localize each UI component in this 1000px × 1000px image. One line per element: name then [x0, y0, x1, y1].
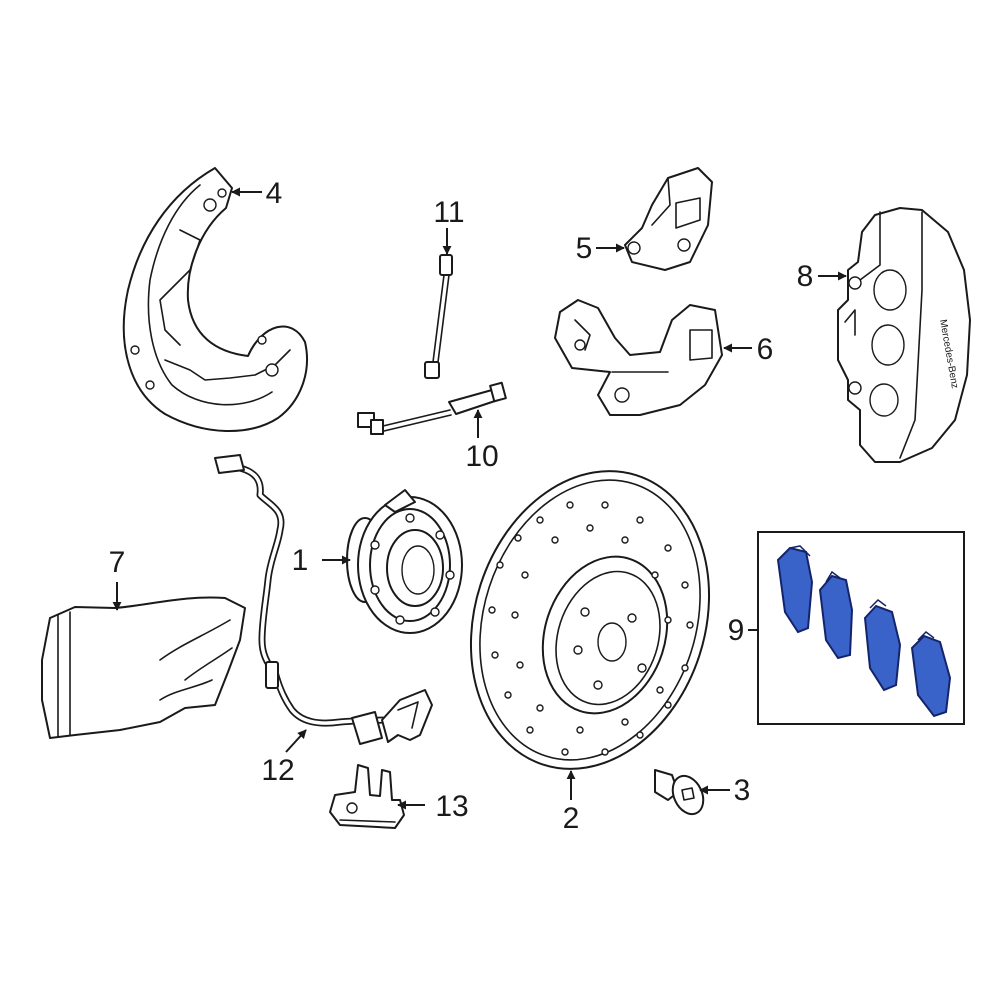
wear-sensor-short-part — [424, 254, 453, 379]
callout-9: 9 — [728, 614, 745, 647]
leader-12 — [285, 729, 307, 753]
callout-leaders — [112, 187, 847, 810]
callout-6: 6 — [757, 333, 774, 366]
callout-4: 4 — [266, 177, 283, 210]
brake-rotor-part — [469, 470, 711, 770]
callout-12: 12 — [261, 754, 294, 787]
callout-labels: 1 2 3 4 5 6 7 8 9 10 11 12 13 — [109, 177, 814, 835]
brake-pad-2 — [818, 570, 854, 660]
rotor-cross-drill-holes — [488, 501, 694, 756]
callout-1: 1 — [292, 544, 309, 577]
brake-pad-set-box — [757, 531, 965, 725]
callout-11: 11 — [433, 196, 464, 229]
air-duct-part — [41, 596, 246, 739]
callout-2: 2 — [563, 802, 580, 835]
splash-shield-part — [122, 167, 308, 432]
brake-pad-3 — [863, 599, 902, 692]
callout-5: 5 — [576, 232, 593, 265]
callout-13: 13 — [435, 790, 468, 823]
caliper-part: Mercedes-Benz — [837, 207, 971, 463]
wheel-hub-part — [346, 489, 463, 634]
bracket-lower-part — [554, 299, 723, 416]
bracket-upper-part — [624, 167, 713, 271]
callout-7: 7 — [109, 546, 126, 579]
callout-10: 10 — [465, 440, 498, 473]
speed-sensor-harness-part — [214, 454, 433, 745]
brake-pad-1 — [776, 545, 814, 634]
brake-pad-4 — [910, 631, 952, 718]
callout-3: 3 — [734, 774, 751, 807]
rotor-bolt-part — [654, 769, 705, 816]
sensor-bracket-clip-part — [329, 764, 405, 829]
callout-8: 8 — [797, 260, 814, 293]
wear-sensor-long-part — [357, 381, 507, 435]
